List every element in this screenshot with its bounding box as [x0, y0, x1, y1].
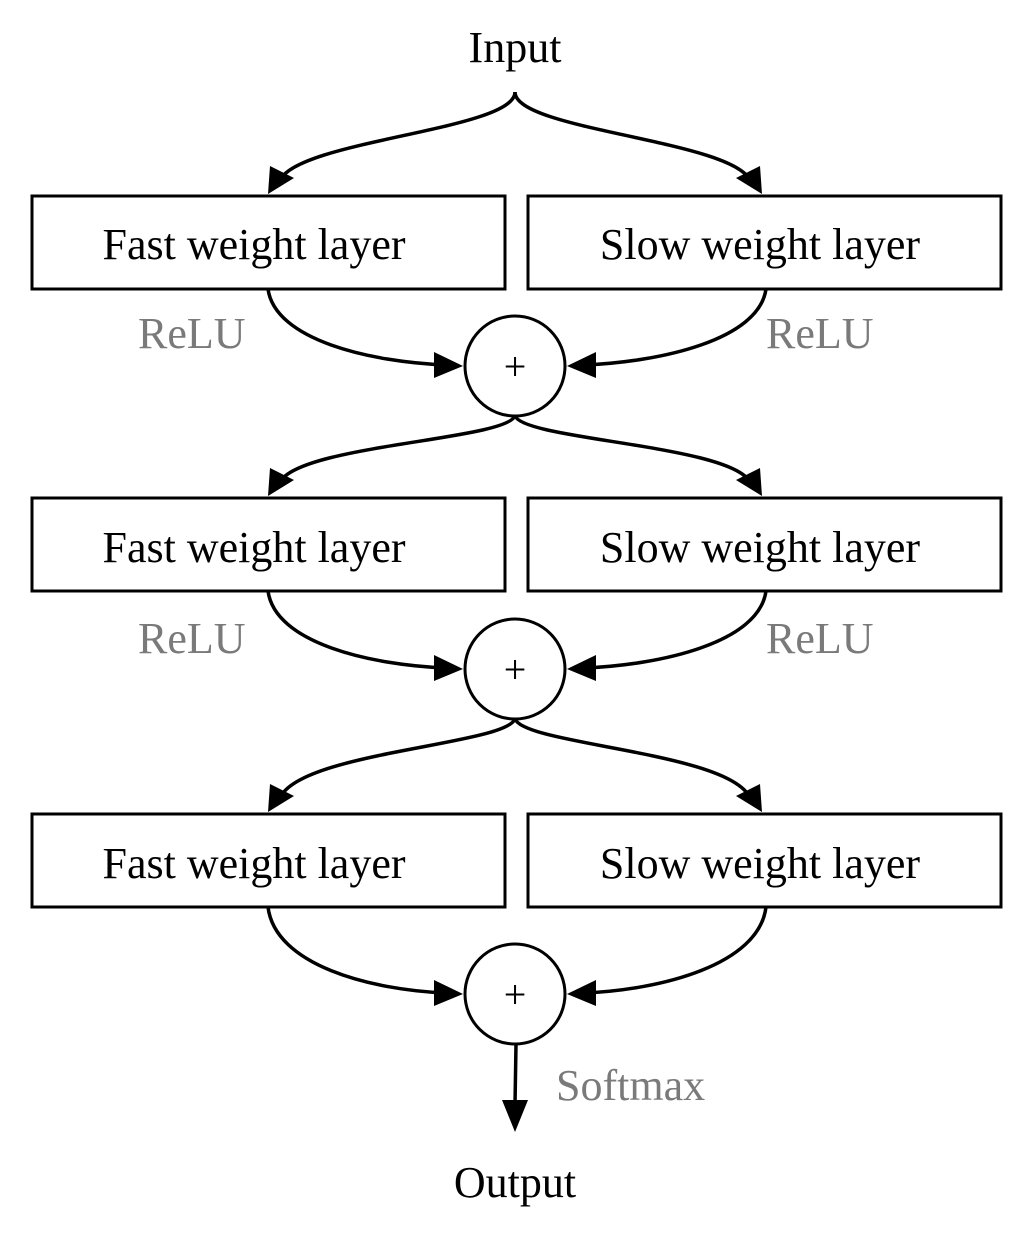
- arrowhead-output: [502, 1100, 528, 1132]
- add-node-2-symbol: +: [504, 647, 527, 692]
- add-3-to-output-edge: [513, 1043, 518, 1106]
- slow-weight-layer-1-label: Slow weight layer: [600, 220, 921, 269]
- slow-weight-layer-3-label: Slow weight layer: [600, 839, 921, 888]
- fast-to-add-edge-2: [266, 590, 447, 670]
- arrowhead-add-3-right: [567, 980, 596, 1006]
- input-to-fast-edge-1: [278, 91, 517, 181]
- fast-weight-layer-2: [30, 496, 507, 593]
- input-label: Input: [469, 23, 562, 72]
- add-node-1-symbol: +: [504, 344, 527, 389]
- fast-weight-layer-1: [30, 194, 507, 291]
- input-to-slow-edge-1: [513, 91, 752, 181]
- fast-weight-layer-2-label: Fast weight layer: [102, 523, 405, 572]
- relu-label-fast-2: ReLU: [138, 614, 246, 663]
- add-2-to-slow-3-edge: [513, 717, 752, 799]
- fast-to-add-edge-3: [266, 906, 447, 995]
- arrowhead-slow-1-in: [736, 166, 762, 194]
- arrowhead-add-3-left: [434, 980, 463, 1006]
- slow-weight-layer-1: [526, 194, 1003, 291]
- arrowhead-add-1-right: [567, 352, 596, 378]
- relu-label-fast-1: ReLU: [138, 309, 246, 358]
- arrowhead-fast-1-in: [268, 166, 294, 194]
- add-node-3-symbol: +: [504, 972, 527, 1017]
- slow-weight-layer-2: [526, 496, 1003, 593]
- fast-weight-layer-1-label: Fast weight layer: [102, 220, 405, 269]
- slow-to-add-edge-2: [583, 590, 768, 670]
- arrowhead-add-2-left: [434, 655, 463, 681]
- output-label: Output: [454, 1158, 576, 1207]
- softmax-label: Softmax: [556, 1061, 705, 1110]
- relu-label-slow-1: ReLU: [766, 309, 874, 358]
- slow-to-add-edge-3: [583, 906, 768, 995]
- arrowhead-slow-3-in: [736, 784, 762, 812]
- arrowhead-fast-3-in: [268, 784, 294, 812]
- slow-weight-layer-2-label: Slow weight layer: [600, 523, 921, 572]
- arrowhead-add-1-left: [434, 352, 463, 378]
- arrowhead-slow-2-in: [736, 468, 762, 496]
- slow-to-add-edge-1: [583, 288, 768, 367]
- add-1-to-slow-2-edge: [513, 414, 752, 484]
- add-2-to-fast-3-edge: [278, 717, 517, 799]
- fast-to-add-edge-1: [266, 288, 447, 367]
- fast-weight-layer-3-label: Fast weight layer: [102, 839, 405, 888]
- arrowhead-fast-2-in: [268, 468, 294, 496]
- relu-label-slow-2: ReLU: [766, 614, 874, 663]
- arrowhead-add-2-right: [567, 655, 596, 681]
- add-1-to-fast-2-edge: [278, 414, 517, 484]
